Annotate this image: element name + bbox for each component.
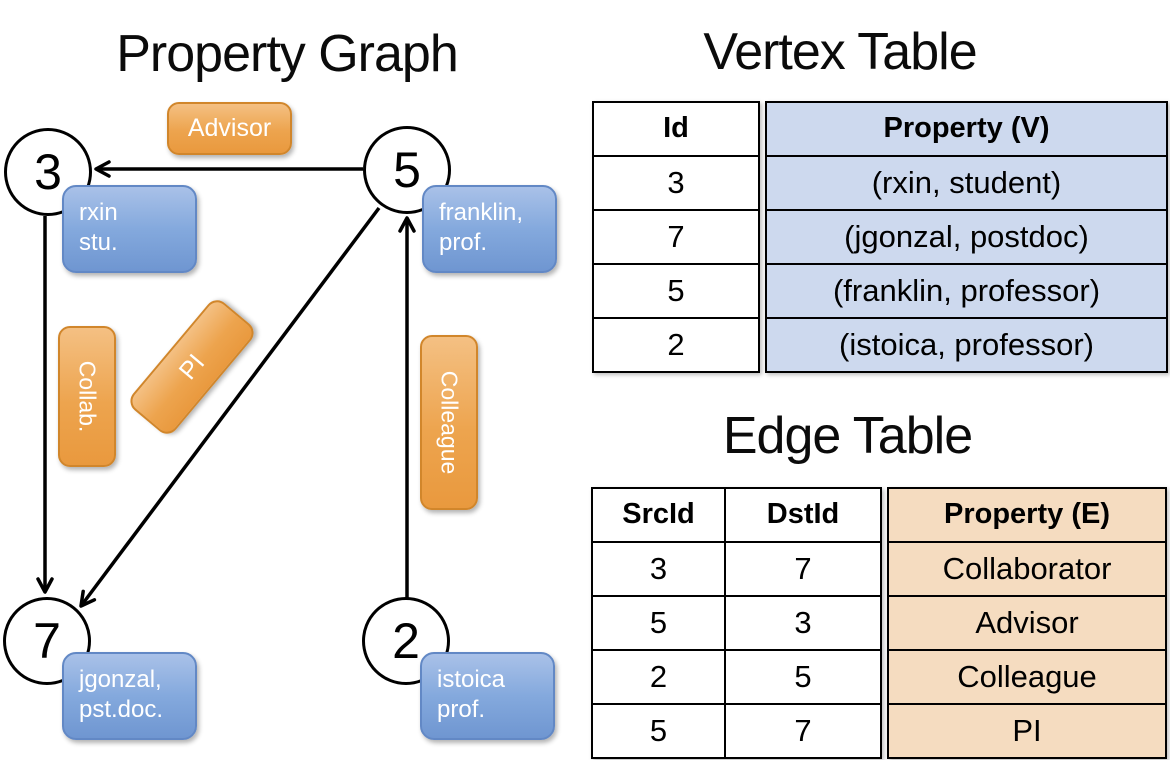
- edge-label-advisor-text: Advisor: [187, 114, 272, 142]
- graph-edges-layer: [36, 160, 416, 608]
- edge-label-colleague-text: Colleague: [436, 370, 463, 475]
- vertex-property-box-3: rxin stu.: [62, 185, 197, 273]
- graph-node-2: 2: [362, 597, 450, 685]
- edge-label-collab: Collab.: [58, 326, 116, 467]
- vertex-property-box-2: istoica prof.: [420, 652, 555, 740]
- node-3-id: 3: [34, 144, 62, 200]
- edge-label-pi-text: PI: [173, 348, 210, 385]
- table-cell: (franklin, professor): [767, 263, 1166, 317]
- vertex-7-prop-line2: pst.doc.: [79, 696, 164, 723]
- edge-label-colleague: Colleague: [420, 335, 478, 510]
- table-cell: 7: [726, 703, 880, 757]
- edge-table-header-property: Property (E): [889, 489, 1165, 541]
- edge-table-property-column: Property (E) Collaborator Advisor Collea…: [887, 487, 1167, 759]
- property-graph-title: Property Graph: [116, 25, 459, 83]
- vertex-table-title: Vertex Table: [703, 23, 977, 81]
- edge-line-pi-5-to-7: [79, 206, 381, 608]
- table-cell: 5: [726, 649, 880, 703]
- table-cell: 3: [594, 155, 758, 209]
- table-cell: 5: [593, 703, 724, 757]
- vertex-2-prop-line1: istoica: [437, 666, 506, 693]
- vertex-table-header-id: Id: [663, 112, 689, 144]
- table-cell: 2: [594, 317, 758, 371]
- table-cell: 2: [593, 649, 724, 703]
- vertex-5-prop-line2: prof.: [439, 229, 488, 256]
- table-cell: Colleague: [889, 649, 1165, 703]
- edge-table-header-dstid: DstId: [766, 498, 840, 530]
- vertex-table-header-property: Property (V): [767, 103, 1166, 155]
- table-cell: PI: [889, 703, 1165, 757]
- vertex-7-prop-line1: jgonzal,: [79, 666, 162, 693]
- table-cell: Collaborator: [889, 541, 1165, 595]
- vertex-table-property-column: Property (V) (rxin, student) (jgonzal, p…: [765, 101, 1168, 373]
- table-cell: (jgonzal, postdoc): [767, 209, 1166, 263]
- edge-label-advisor: Advisor: [167, 102, 292, 155]
- vertex-2-prop-line2: prof.: [437, 696, 486, 723]
- edge-table-id-columns: SrcId 3 5 2 5 DstId 7 3 5 7: [591, 487, 882, 759]
- edge-table-title: Edge Table: [722, 407, 973, 465]
- edge-table-srcid-column: SrcId 3 5 2 5: [593, 489, 724, 757]
- vertex-property-box-5: franklin, prof.: [422, 185, 557, 273]
- table-cell: (istoica, professor): [767, 317, 1166, 371]
- vertex-5-prop-line1: franklin,: [439, 199, 524, 226]
- table-cell: 5: [594, 263, 758, 317]
- vertex-property-box-7: jgonzal, pst.doc.: [62, 652, 197, 740]
- vertex-3-prop-line2: stu.: [79, 229, 118, 256]
- table-cell: Advisor: [889, 595, 1165, 649]
- table-cell: 5: [593, 595, 724, 649]
- edge-label-collab-text: Collab.: [74, 360, 101, 433]
- vertex-3-prop-line1: rxin: [79, 199, 118, 226]
- table-cell: (rxin, student): [767, 155, 1166, 209]
- edge-table-header-srcid: SrcId: [622, 498, 695, 530]
- edge-table-dstid-column: DstId 7 3 5 7: [724, 489, 880, 757]
- vertex-table-id-column: Id 3 7 5 2: [592, 101, 760, 373]
- node-2-id: 2: [392, 613, 420, 669]
- node-7-id: 7: [33, 613, 61, 669]
- table-cell: 7: [726, 541, 880, 595]
- table-cell: 7: [594, 209, 758, 263]
- table-cell: 3: [593, 541, 724, 595]
- node-5-id: 5: [393, 142, 421, 198]
- table-cell: 3: [726, 595, 880, 649]
